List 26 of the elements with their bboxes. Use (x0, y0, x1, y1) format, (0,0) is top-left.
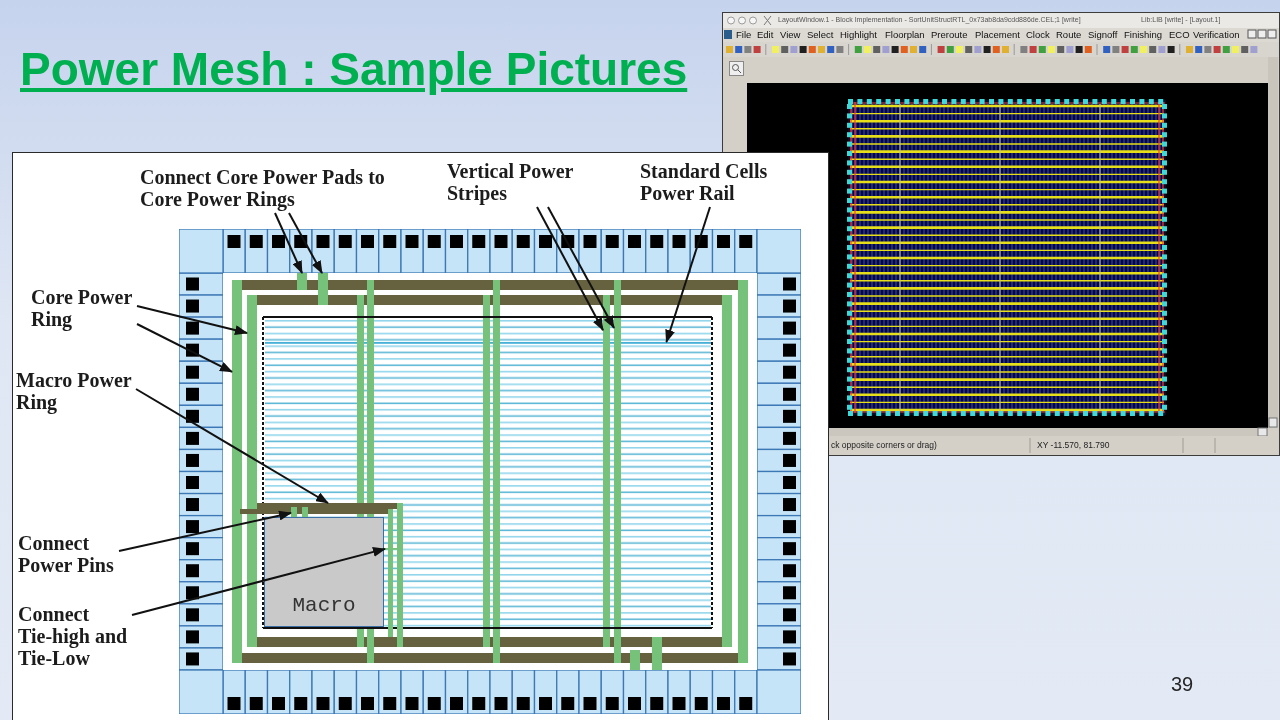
block-label: Macro (292, 594, 356, 618)
menu-item: Verification (1193, 29, 1240, 41)
callout-label: Connect Core Power Pads to Core Power Rings (140, 166, 386, 210)
menu-item: Finishing (1124, 29, 1163, 41)
slide-title: Power Mesh : Sample Pictures (20, 42, 688, 97)
status-text: XY -11.570, 81.790 (1037, 440, 1110, 451)
callout-label: Connect Tie-high and Tie-Low (18, 603, 128, 669)
callout-label: Standard Cells Power Rail (640, 160, 768, 204)
callout-label: Macro Power Ring (16, 369, 132, 413)
menu-item: Clock (1026, 29, 1050, 41)
menu-item: Edit (757, 29, 774, 41)
callout-label: Connect Power Pins (18, 532, 115, 576)
callout-label: Vertical Power Stripes (447, 160, 574, 204)
menu-item: Placement (975, 29, 1020, 41)
menu-item: ECO (1169, 29, 1190, 41)
menu-item: Floorplan (885, 29, 925, 41)
page-number: 39 (1171, 672, 1194, 697)
menu-item: Preroute (931, 29, 968, 41)
menu-item: Signoff (1088, 29, 1118, 41)
status-text: ck opposite corners or drag) (831, 440, 937, 451)
menu-item: Select (807, 29, 834, 41)
menu-item: File (736, 29, 752, 41)
callout-label: Core Power Ring (31, 286, 133, 330)
menu-item: Route (1056, 29, 1082, 41)
menu-item: Highlight (840, 29, 877, 41)
menu-item: View (780, 29, 801, 41)
